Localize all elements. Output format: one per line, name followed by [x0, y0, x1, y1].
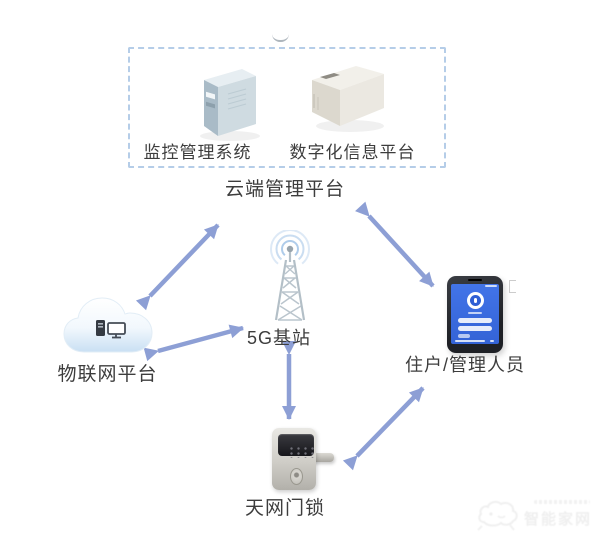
iot-cloud-icon: [63, 297, 153, 353]
node-label-door-lock: 天网门锁: [244, 498, 325, 519]
watermark-text: 智能家网: [523, 511, 592, 528]
node-label-cloud-mgmt: 云端管理平台: [224, 179, 345, 200]
lock-body: [272, 428, 316, 490]
watermark-small-line: [534, 500, 590, 504]
phone-bottom-icon: [490, 339, 494, 342]
smile-artifact-mark: [272, 30, 289, 42]
node-label-resident: 住户/管理人员: [404, 355, 525, 375]
lock-keypad-dots: [288, 446, 316, 458]
phone-password-field: [458, 326, 492, 331]
node-label-base-station: 5G基站: [246, 328, 311, 348]
edge-cloud_mgmt-resident: [355, 201, 435, 288]
lock-handle: [308, 453, 334, 462]
phone-username-field: [458, 318, 492, 323]
node-label-monitor-system: 监控管理系统: [143, 143, 252, 162]
server-tower-icon: [200, 69, 260, 141]
lock-keypad-panel: [278, 434, 316, 458]
phone-speaker: [468, 279, 482, 281]
watermark-logo-icon: [477, 500, 518, 531]
node-label-iot-platform: 物联网平台: [57, 364, 158, 385]
watermark: 智能家网: [476, 492, 594, 538]
phone-login-button: [458, 334, 470, 338]
cloud-platform-group-box: [128, 47, 446, 168]
computer-glyph: [96, 320, 126, 339]
5g-tower-icon: [270, 230, 310, 321]
edge-iot_platform-cloud_mgmt: [135, 223, 220, 311]
smartphone-icon: [447, 276, 503, 353]
lock-keyhole: [290, 468, 303, 485]
bracket-artifact-mark: [509, 280, 516, 293]
appliance-box-icon: [312, 66, 384, 132]
phone-screen: [451, 284, 499, 344]
phone-bottom-text: [455, 339, 485, 342]
edge-door_lock-resident: [342, 386, 425, 471]
phone-caption-line: [468, 312, 482, 314]
node-label-digital-platform: 数字化信息平台: [289, 143, 416, 162]
door-lock-icon: [270, 426, 334, 494]
phone-avatar-keyhole: [473, 298, 477, 303]
phone-statusbar: [485, 285, 497, 287]
